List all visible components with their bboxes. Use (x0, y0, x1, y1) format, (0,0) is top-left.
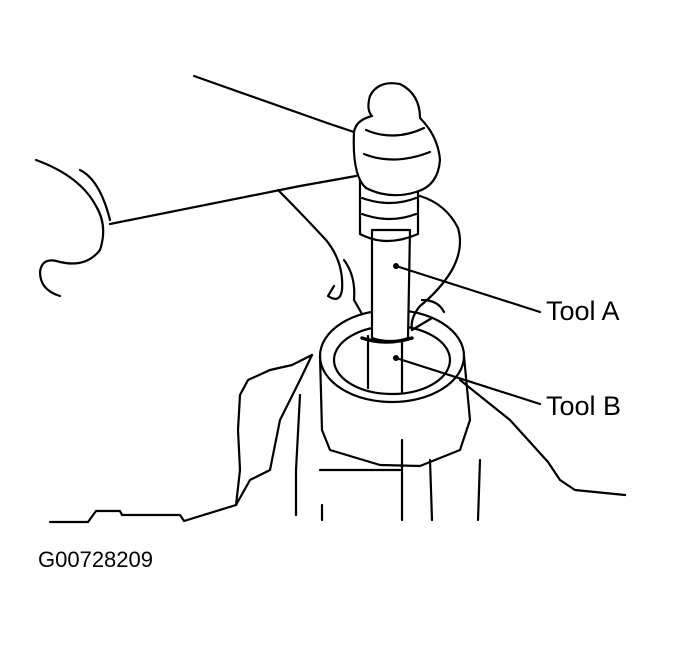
hammer-and-hand (34, 74, 462, 332)
leader-lines (393, 263, 542, 406)
callout-tool-a: Tool A (546, 296, 620, 326)
tool-b-shape (360, 334, 414, 394)
leader-line-tool-a (394, 264, 542, 314)
housing (48, 353, 627, 524)
callout-tool-b: Tool B (546, 391, 622, 421)
leader-line-tool-b (394, 356, 542, 406)
leader-dot-tool-b (393, 355, 399, 361)
tool-a-shape (352, 82, 442, 343)
leader-dot-tool-a (393, 263, 399, 269)
figure-id: G00728209 (38, 547, 153, 572)
